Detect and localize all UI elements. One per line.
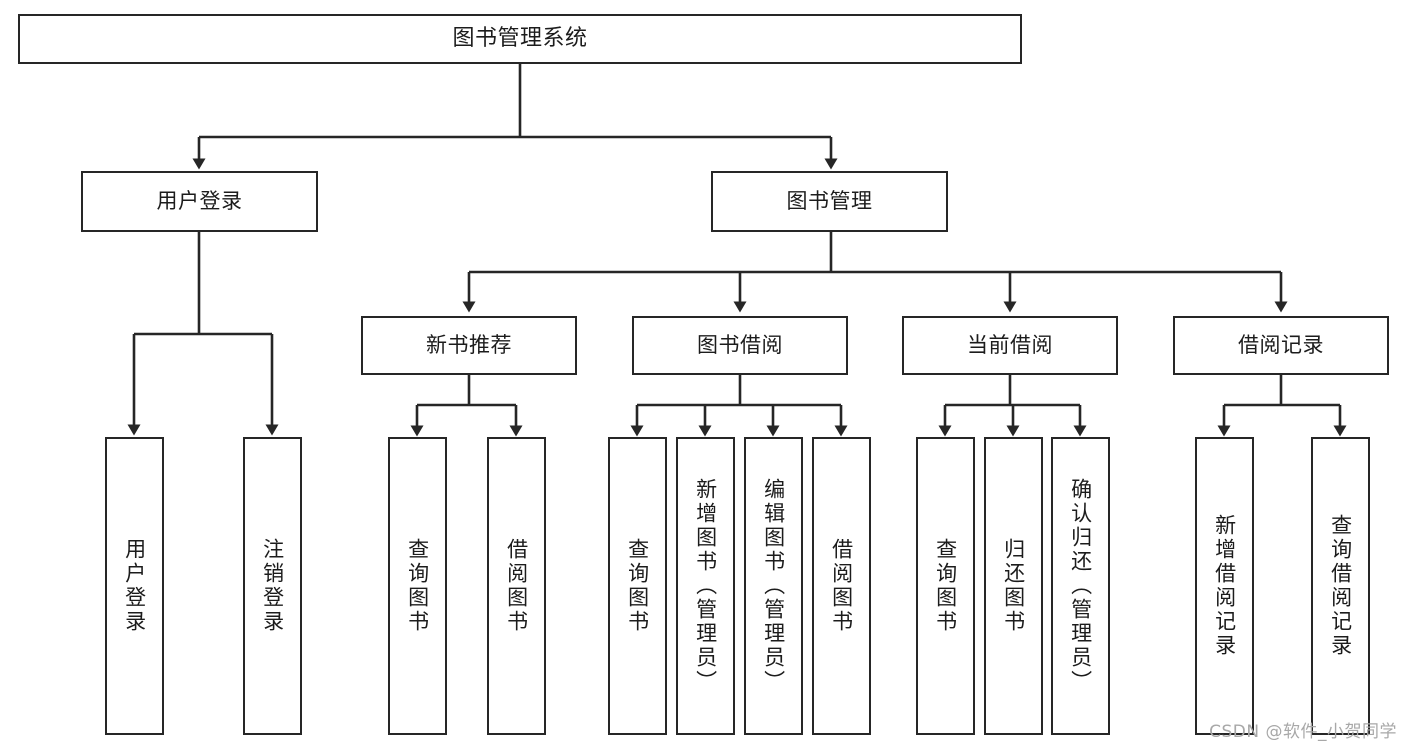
node-label: 归还图书	[1001, 538, 1026, 634]
node-label: 借阅图书	[829, 538, 854, 634]
node-new-book-recommendation[interactable]: 新书推荐	[361, 316, 577, 375]
node-label: 新增借阅记录	[1212, 514, 1237, 658]
node-label: 用户登录	[156, 189, 243, 214]
node-label: 借阅图书	[504, 538, 529, 634]
leaf-book-borrow-query-books[interactable]: 查询图书	[608, 437, 667, 735]
leaf-borrow-record-add-record[interactable]: 新增借阅记录	[1195, 437, 1254, 735]
leaf-new-book-query-books[interactable]: 查询图书	[388, 437, 447, 735]
leaf-new-book-borrow-books[interactable]: 借阅图书	[487, 437, 546, 735]
node-book-management[interactable]: 图书管理	[711, 171, 948, 232]
node-label: 新书推荐	[426, 333, 512, 358]
leaf-book-borrow-add-book-admin[interactable]: 新增图书（管理员）	[676, 437, 735, 735]
node-label: 注销登录	[260, 538, 285, 634]
leaf-current-borrow-confirm-return-admin[interactable]: 确认归还（管理员）	[1051, 437, 1110, 735]
node-label: 图书管理	[786, 189, 873, 214]
leaf-user-login-login[interactable]: 用户登录	[105, 437, 164, 735]
leaf-user-login-logout[interactable]: 注销登录	[243, 437, 302, 735]
node-book-borrowing[interactable]: 图书借阅	[632, 316, 848, 375]
node-label: 借阅记录	[1238, 333, 1324, 358]
node-label: 查询借阅记录	[1328, 514, 1353, 658]
node-label: 查询图书	[933, 538, 958, 634]
node-label: 编辑图书（管理员）	[761, 478, 786, 694]
node-borrowing-records[interactable]: 借阅记录	[1173, 316, 1389, 375]
leaf-current-borrow-query-books[interactable]: 查询图书	[916, 437, 975, 735]
node-current-borrowing[interactable]: 当前借阅	[902, 316, 1118, 375]
node-label: 图书借阅	[697, 333, 783, 358]
watermark-text: CSDN @软件_小贺同学	[1209, 722, 1397, 742]
leaf-book-borrow-edit-book-admin[interactable]: 编辑图书（管理员）	[744, 437, 803, 735]
node-root-book-management-system[interactable]: 图书管理系统	[18, 14, 1022, 64]
leaf-borrow-record-query-record[interactable]: 查询借阅记录	[1311, 437, 1370, 735]
leaf-book-borrow-borrow-books[interactable]: 借阅图书	[812, 437, 871, 735]
node-label: 新增图书（管理员）	[693, 478, 718, 694]
node-label: 图书管理系统	[452, 26, 588, 52]
node-label: 查询图书	[625, 538, 650, 634]
leaf-current-borrow-return-books[interactable]: 归还图书	[984, 437, 1043, 735]
node-label: 查询图书	[405, 538, 430, 634]
node-user-login[interactable]: 用户登录	[81, 171, 318, 232]
node-label: 确认归还（管理员）	[1068, 478, 1093, 694]
node-label: 用户登录	[122, 538, 147, 634]
node-label: 当前借阅	[967, 333, 1053, 358]
